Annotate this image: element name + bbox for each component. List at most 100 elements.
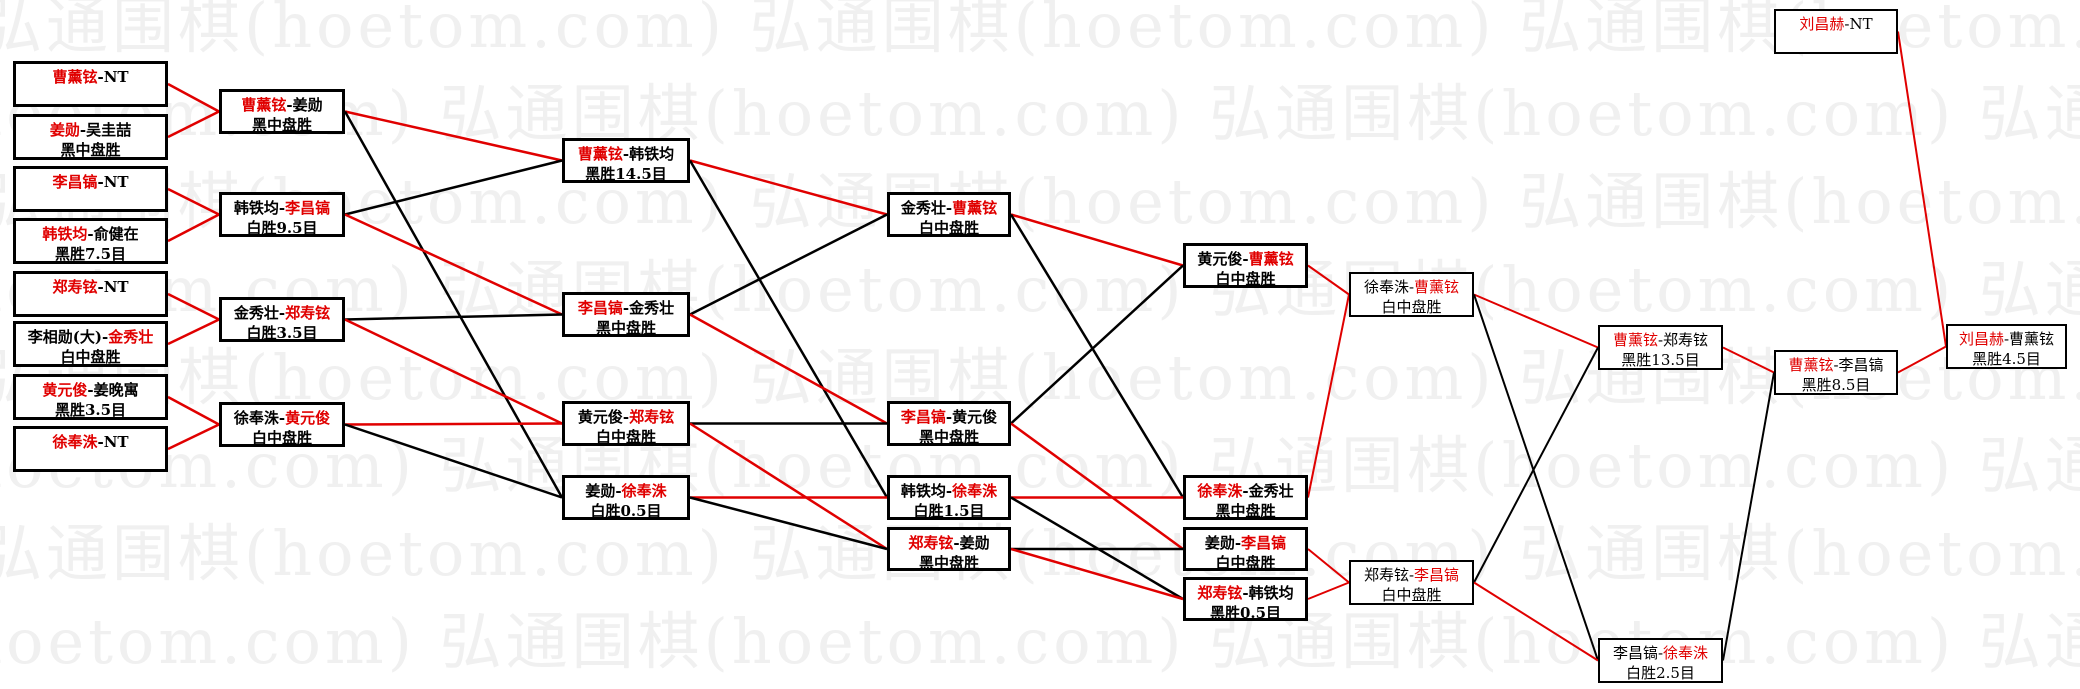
- player-2: 曹薰铉: [2009, 330, 2055, 348]
- winner-link: [167, 423, 220, 451]
- match-box[interactable]: 李昌镐-徐奉洙白胜2.5目: [1598, 638, 1723, 683]
- match-players: 刘昌赫-NT: [1776, 14, 1896, 34]
- match-result: 白胜3.5目: [246, 324, 318, 342]
- match-box[interactable]: 徐奉洙-金秀壮黑中盘胜: [1183, 475, 1308, 520]
- match-box[interactable]: 徐奉洙-NT: [13, 426, 168, 472]
- separator: -: [2003, 330, 2010, 348]
- separator: -: [97, 68, 104, 86]
- match-result: 白中盘胜: [595, 428, 656, 446]
- loser-link: [1009, 213, 1185, 499]
- winner-link: [1307, 294, 1350, 498]
- match-box[interactable]: 姜勋-李昌镐白中盘胜: [1183, 527, 1308, 572]
- winner-link: [167, 110, 220, 139]
- player-2: 姜勋: [292, 96, 323, 114]
- match-box[interactable]: 徐奉洙-曹薰铉白中盘胜: [1349, 272, 1474, 317]
- match-box[interactable]: 曹薰铉-韩铁均黑胜14.5目: [562, 138, 690, 183]
- player-2: 金秀壮: [108, 328, 154, 346]
- player-1: 金秀壮: [233, 304, 279, 322]
- match-players: 姜勋-徐奉洙: [565, 481, 687, 501]
- player-2: 俞健在: [93, 225, 139, 243]
- match-players: 金秀壮-郑寿铉: [222, 303, 342, 323]
- match-box[interactable]: 曹薰铉-李昌镐黑胜8.5目: [1774, 350, 1898, 395]
- winner-link: [344, 110, 563, 162]
- separator: -: [1242, 482, 1249, 500]
- match-box[interactable]: 金秀壮-曹薰铉白中盘胜: [887, 192, 1011, 237]
- separator: -: [87, 225, 94, 243]
- match-box[interactable]: 郑寿铉-韩铁均黑胜0.5目: [1183, 577, 1308, 622]
- player-1: 姜勋: [49, 121, 80, 139]
- match-box[interactable]: 曹薰铉-郑寿铉黑胜13.5目: [1598, 325, 1723, 370]
- separator: -: [1242, 584, 1249, 602]
- winner-link: [344, 422, 563, 426]
- player-1: 徐奉洙: [52, 433, 98, 451]
- player-2: 李昌镐: [285, 199, 331, 217]
- loser-link: [344, 159, 563, 216]
- player-2: 吴圭喆: [86, 121, 132, 139]
- separator: -: [945, 408, 953, 426]
- match-players: 徐奉洙-曹薰铉: [1351, 277, 1472, 297]
- separator: -: [278, 409, 286, 427]
- match-box[interactable]: 徐奉洙-黄元俊白中盘胜: [219, 402, 345, 447]
- match-box[interactable]: 黄元俊-曹薰铉白中盘胜: [1183, 243, 1308, 288]
- match-box[interactable]: 姜勋-徐奉洙白胜0.5目: [562, 475, 690, 520]
- separator: -: [79, 121, 87, 139]
- player-1: 郑寿铉: [1197, 584, 1243, 602]
- match-box[interactable]: 黄元俊-姜晚寓黑胜3.5目: [13, 374, 168, 420]
- match-box[interactable]: 金秀壮-郑寿铉白胜3.5目: [219, 297, 345, 342]
- match-box[interactable]: 韩铁均-徐奉洙白胜1.5目: [887, 475, 1011, 520]
- winner-link: [689, 159, 888, 216]
- match-box[interactable]: 姜勋-吴圭喆黑中盘胜: [13, 114, 168, 160]
- player-1: 徐奉洙: [233, 409, 279, 427]
- player-2: 郑寿铉: [629, 408, 675, 426]
- player-1: 郑寿铉: [52, 278, 98, 296]
- player-2: 金秀壮: [1248, 482, 1294, 500]
- match-result: 白中盘胜: [251, 429, 312, 447]
- match-box[interactable]: 李昌镐-黄元俊黑中盘胜: [887, 401, 1011, 446]
- player-2: 徐奉洙: [1663, 644, 1709, 662]
- match-box[interactable]: 韩铁均-俞健在黑胜7.5目: [13, 218, 168, 264]
- player-2: 徐奉洙: [621, 482, 667, 500]
- match-box[interactable]: 李昌镐-NT: [13, 166, 168, 212]
- separator: -: [622, 408, 630, 426]
- player-1: 韩铁均: [900, 482, 946, 500]
- match-players: 曹薰铉-NT: [16, 67, 165, 87]
- match-players: 徐奉洙-金秀壮: [1186, 481, 1305, 501]
- match-box[interactable]: 郑寿铉-李昌镐白中盘胜: [1349, 560, 1474, 605]
- separator: -: [1844, 15, 1850, 33]
- match-players: 黄元俊-曹薰铉: [1186, 249, 1305, 269]
- match-players: 郑寿铉-姜勋: [890, 533, 1008, 553]
- match-box[interactable]: 刘昌赫-NT: [1774, 9, 1898, 54]
- player-2: 李昌镐: [1838, 356, 1884, 374]
- match-result: 黑胜7.5目: [54, 245, 127, 263]
- player-1: 郑寿铉: [1363, 566, 1409, 584]
- player-2: 韩铁均: [1248, 584, 1294, 602]
- player-2: 姜晚寓: [93, 381, 139, 399]
- match-result: 黑中盘胜: [918, 554, 979, 572]
- match-box[interactable]: 曹薰铉-NT: [13, 61, 168, 107]
- match-players: 曹薰铉-姜勋: [222, 95, 342, 115]
- match-players: 曹薰铉-韩铁均: [565, 144, 687, 164]
- match-players: 郑寿铉-NT: [16, 277, 165, 297]
- separator: -: [622, 299, 630, 317]
- separator: -: [286, 96, 293, 114]
- match-box[interactable]: 郑寿铉-NT: [13, 271, 168, 317]
- match-box[interactable]: 郑寿铉-姜勋黑中盘胜: [887, 527, 1011, 572]
- separator: -: [278, 304, 286, 322]
- match-result: 白中盘胜: [1381, 298, 1442, 316]
- match-box[interactable]: 李昌镐-金秀壮黑中盘胜: [562, 292, 690, 337]
- player-2: 金秀壮: [629, 299, 675, 317]
- match-box[interactable]: 韩铁均-李昌镐白胜9.5目: [219, 192, 345, 237]
- player-2: NT: [103, 68, 129, 86]
- match-box[interactable]: 曹薰铉-姜勋黑中盘胜: [219, 89, 345, 134]
- match-result: 黑胜0.5目: [1209, 604, 1282, 622]
- match-players: 黄元俊-郑寿铉: [565, 407, 687, 427]
- player-2: 黄元俊: [285, 409, 331, 427]
- player-1: 李昌镐: [577, 299, 623, 317]
- player-1: 姜勋: [585, 482, 616, 500]
- match-box[interactable]: 刘昌赫-曹薰铉黑胜4.5目: [1946, 324, 2067, 369]
- match-box[interactable]: 黄元俊-郑寿铉白中盘胜: [562, 401, 690, 446]
- loser-link: [689, 496, 888, 551]
- match-box[interactable]: 李相勋(大)-金秀壮白中盘胜: [13, 321, 168, 367]
- winner-link: [167, 395, 220, 426]
